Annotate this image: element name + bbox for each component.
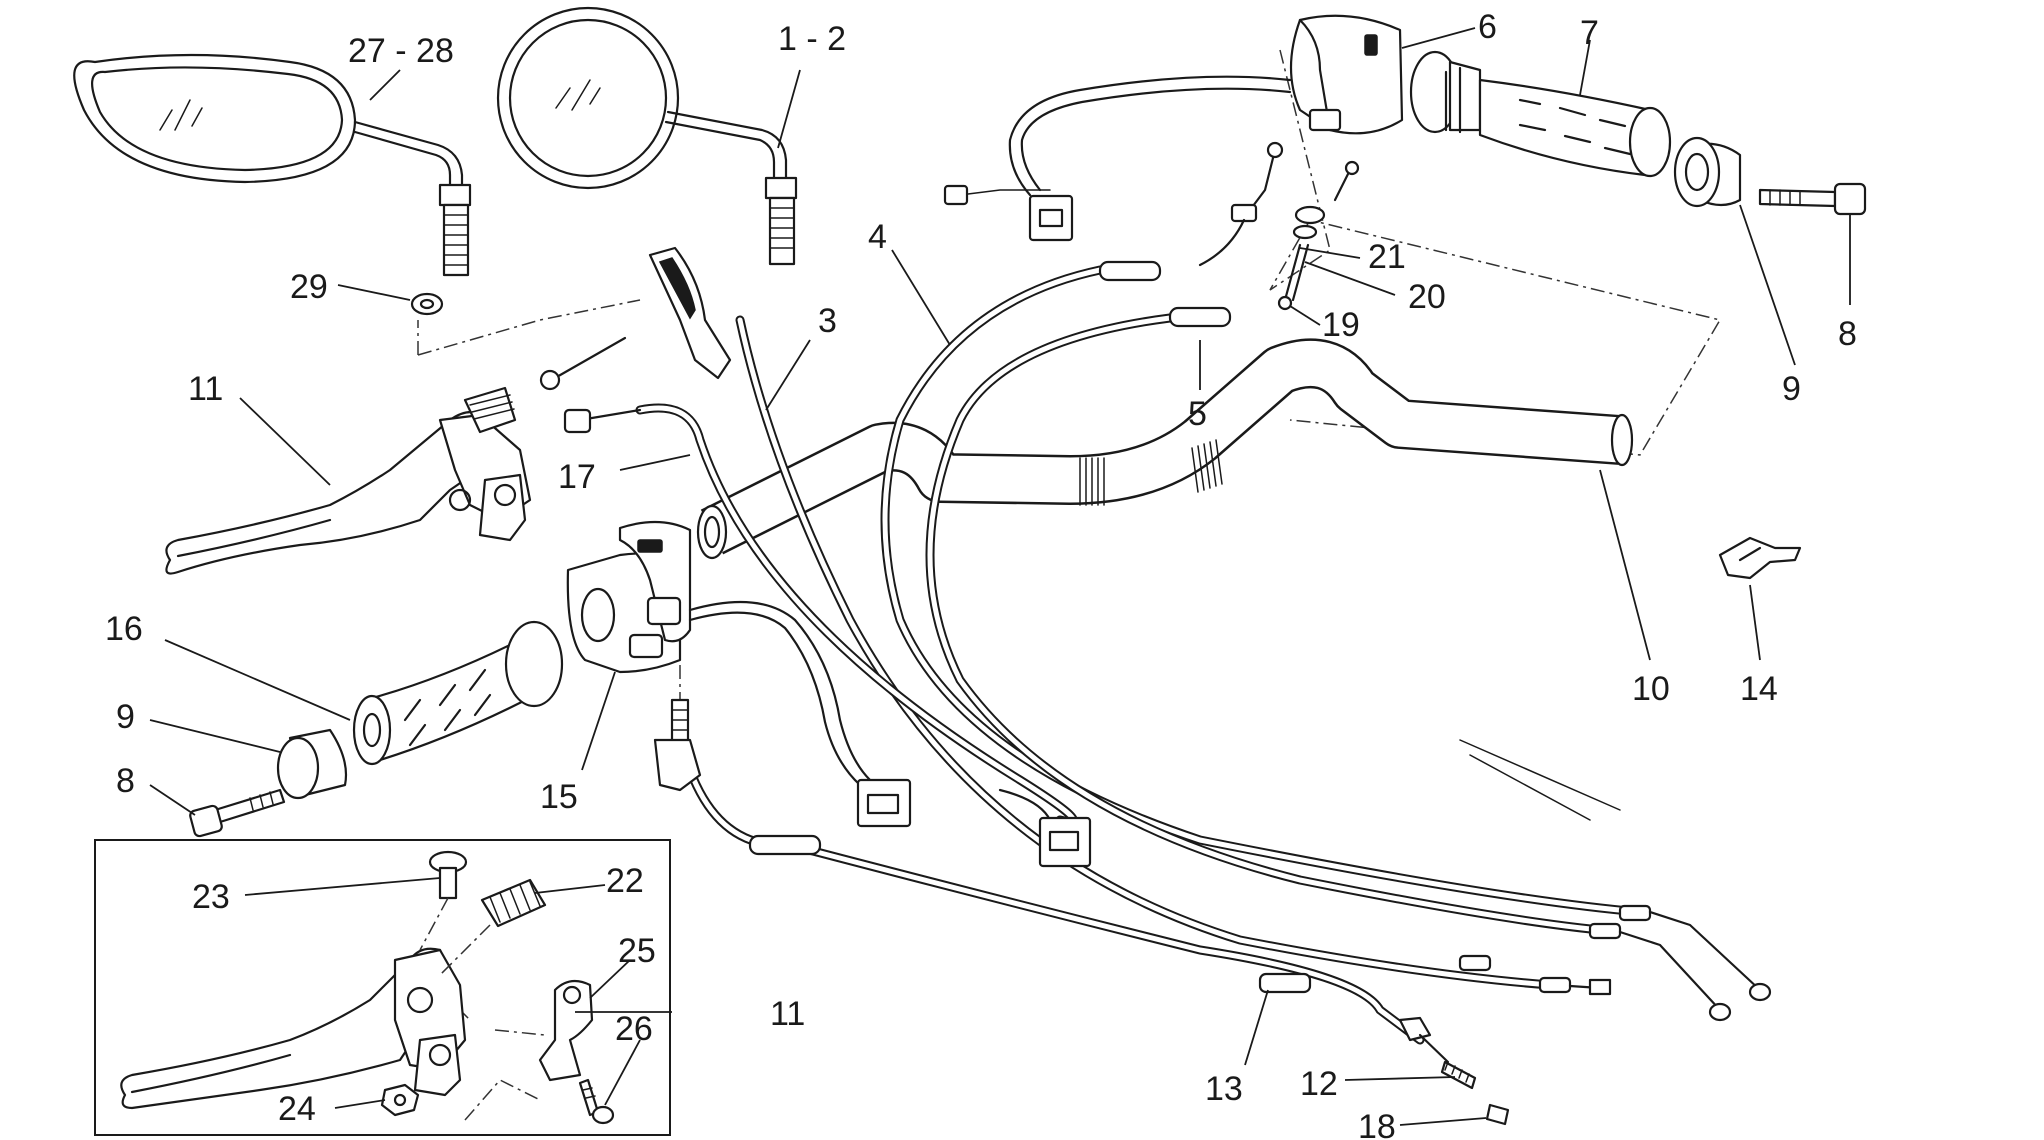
- washer-29: [410, 292, 444, 316]
- handlebar-knurl-left: [1079, 457, 1105, 506]
- switch-right: [943, 14, 1404, 242]
- label-bolt-left: 8: [116, 762, 135, 800]
- label-grip-right: 7: [1580, 14, 1599, 52]
- label-cap-18: 18: [1358, 1108, 1396, 1140]
- label-weight-left: 9: [116, 698, 135, 736]
- bar-end-weight-left: [276, 728, 348, 800]
- leader-lines: [149, 27, 1851, 1126]
- cap-18: [1485, 1103, 1510, 1126]
- clip-14: [1718, 536, 1802, 580]
- mirror-left: [73, 53, 472, 277]
- label-grip-left: 16: [105, 610, 143, 648]
- cable-ends: [1459, 739, 1772, 1022]
- label-clip: 14: [1740, 670, 1778, 708]
- right-cable-adjuster-parts: [1198, 141, 1360, 311]
- cable-13-adjuster: [1398, 1016, 1450, 1064]
- spring-12: [1440, 1060, 1477, 1090]
- bolt-left: [189, 788, 286, 838]
- lever-assembly-box: [94, 839, 671, 1136]
- handlebar-knurl-right: [1191, 439, 1223, 493]
- label-part-21: 21: [1368, 238, 1406, 276]
- label-switch-right: 6: [1478, 8, 1497, 46]
- label-cable-3: 3: [818, 302, 837, 340]
- part-labels: 27 - 28 1 - 2 29 11 17 3 4 5 6 7 8 9 10 …: [105, 8, 1857, 1140]
- cable-3: [735, 315, 1555, 990]
- label-cable-5: 5: [1188, 395, 1207, 433]
- label-weight-right: 9: [1782, 370, 1801, 408]
- label-bracket-25: 25: [618, 932, 656, 970]
- label-spring-22: 22: [606, 862, 644, 900]
- handlebar: [696, 338, 1634, 560]
- label-screw-23: 23: [192, 878, 230, 916]
- label-cable-13: 13: [1205, 1070, 1243, 1108]
- label-washer-29: 29: [290, 268, 328, 306]
- label-lever-assembly-top: 11: [188, 370, 223, 408]
- clutch-switch: [653, 698, 702, 792]
- connector-left-cable: [998, 788, 1092, 868]
- switch-left: [566, 520, 912, 828]
- label-lever-assembly-box: 11: [770, 995, 805, 1033]
- label-part-20: 20: [1408, 278, 1446, 316]
- cable-5: [925, 313, 1605, 935]
- label-screw-26: 26: [615, 1010, 653, 1048]
- label-nut-24: 24: [278, 1090, 316, 1128]
- label-mirror-right: 1 - 2: [778, 20, 846, 58]
- label-mirror-left: 27 - 28: [348, 32, 454, 70]
- label-bolt-right: 8: [1838, 315, 1857, 353]
- label-handlebar: 10: [1632, 670, 1670, 708]
- grip-right: [1409, 50, 1672, 178]
- bolt-right: [1758, 182, 1867, 216]
- bar-end-weight-right: [1673, 136, 1742, 208]
- lever-assembly-top: [165, 336, 642, 575]
- label-part-19: 19: [1322, 306, 1360, 344]
- cable-13: [685, 765, 1425, 1045]
- grip-left: [352, 620, 564, 766]
- label-cable-4: 4: [868, 218, 887, 256]
- choke-lever-bracket: [648, 246, 732, 380]
- label-cable-17: 17: [558, 458, 596, 496]
- label-spring-12: 12: [1300, 1065, 1338, 1103]
- mirror-right: [496, 6, 798, 266]
- label-switch-left: 15: [540, 778, 578, 816]
- cable-4: [880, 265, 1645, 917]
- cable-17: [635, 403, 1078, 827]
